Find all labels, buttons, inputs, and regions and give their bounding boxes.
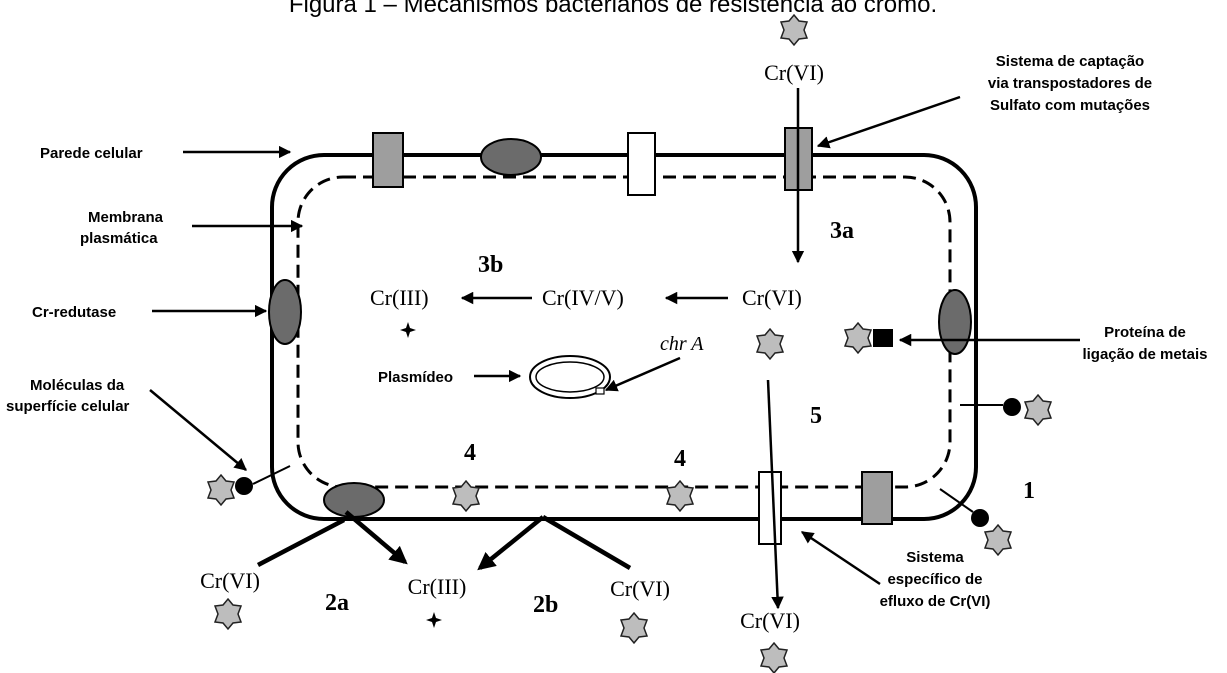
plasmid-inner — [535, 361, 605, 393]
label-efluxo-3: efluxo de Cr(VI) — [880, 593, 991, 610]
label-captacao-2: via transpostadores de — [988, 75, 1152, 92]
cr-iii-cross-inside — [400, 322, 416, 338]
arrow-efluxo — [800, 530, 881, 586]
channel-top-white — [627, 132, 656, 196]
mechanism-3a: 3a — [830, 218, 854, 244]
transporter-bottom-right — [861, 471, 893, 525]
arrow-efflux — [766, 379, 784, 610]
mechanism-1: 1 — [1023, 478, 1035, 504]
chromium-star-efflux — [760, 642, 788, 673]
chromium-star-binding — [844, 322, 872, 354]
species-cr-vi-bottom-mid: Cr(VI) — [610, 576, 670, 601]
line-2b-right — [541, 515, 632, 570]
label-moleculas-1: Moléculas da — [30, 377, 125, 394]
chromium-star-bottom-left — [214, 598, 242, 630]
label-membrana-2: plasmática — [80, 230, 158, 247]
cr-iii-cross-bottom — [426, 612, 442, 628]
chromium-star-membrane-right — [666, 480, 694, 512]
label-captacao-3: Sulfato com mutações — [990, 97, 1150, 114]
gene-chr-a: chr A — [660, 333, 704, 355]
label-captacao-1: Sistema de captação — [996, 53, 1144, 70]
mechanism-2a: 2a — [325, 590, 349, 616]
label-cr-redutase: Cr-redutase — [32, 304, 116, 321]
species-cr-iv-v: Cr(IV/V) — [542, 285, 624, 310]
cr-reductase-left — [268, 279, 302, 345]
species-cr-vi-top: Cr(VI) — [764, 60, 824, 85]
species-cr-iii-bottom: Cr(III) — [408, 574, 467, 599]
cr-reductase-bottom — [323, 482, 385, 518]
arrow-captacao — [816, 95, 961, 149]
label-efluxo-2: específico de — [887, 571, 982, 588]
line-2a-left — [256, 518, 346, 567]
label-proteina-2: ligação de metais — [1082, 346, 1207, 363]
mechanism-4-right: 4 — [674, 446, 686, 472]
chromium-star-bottom-mid — [620, 612, 648, 644]
binding-stalk-left — [252, 465, 291, 485]
efflux-pump — [758, 471, 782, 545]
arrow-2a — [344, 510, 408, 565]
label-membrana-1: Membrana — [88, 209, 164, 226]
species-cr-iii-inside: Cr(III) — [370, 285, 429, 310]
plasmid-outer — [529, 355, 611, 399]
mechanism-5: 5 — [810, 403, 822, 429]
mechanism-4-left: 4 — [464, 440, 476, 466]
label-proteina-1: Proteína de — [1104, 324, 1186, 341]
binding-molecule-right-1 — [1003, 398, 1021, 416]
arrow-chr-a — [604, 356, 681, 392]
chromium-star-surface-left — [207, 474, 235, 506]
label-moleculas-2: superfície celular — [6, 398, 130, 415]
mechanism-3b: 3b — [478, 252, 503, 278]
cell-wall — [270, 153, 978, 521]
species-cr-vi-bottom-left: Cr(VI) — [200, 568, 260, 593]
binding-molecule-right-2 — [971, 509, 989, 527]
binding-stalk-right-2 — [939, 488, 974, 513]
arrow-moleculas — [149, 389, 247, 471]
species-cr-vi-efflux: Cr(VI) — [740, 608, 800, 633]
chromium-star-right-1 — [1024, 394, 1052, 426]
arrow-2b — [477, 515, 545, 571]
species-cr-vi-center: Cr(VI) — [742, 285, 802, 310]
metal-binding-protein — [873, 329, 893, 347]
cr-reductase-right — [938, 289, 972, 355]
transporter-top-left — [372, 132, 404, 188]
protein-top — [480, 138, 542, 176]
binding-molecule-left — [235, 477, 253, 495]
chr-a-gene-marker — [595, 387, 605, 395]
label-parede-celular: Parede celular — [40, 145, 143, 162]
chromium-star-right-2 — [984, 524, 1012, 556]
label-plasmideo: Plasmídeo — [378, 369, 453, 386]
figure-title: Figura 1 – Mecanismos bacterianos de res… — [289, 0, 937, 18]
label-efluxo-1: Sistema — [906, 549, 964, 566]
mechanism-2b: 2b — [533, 592, 558, 618]
chromium-star-center — [756, 328, 784, 360]
chromium-star-top — [780, 14, 808, 46]
